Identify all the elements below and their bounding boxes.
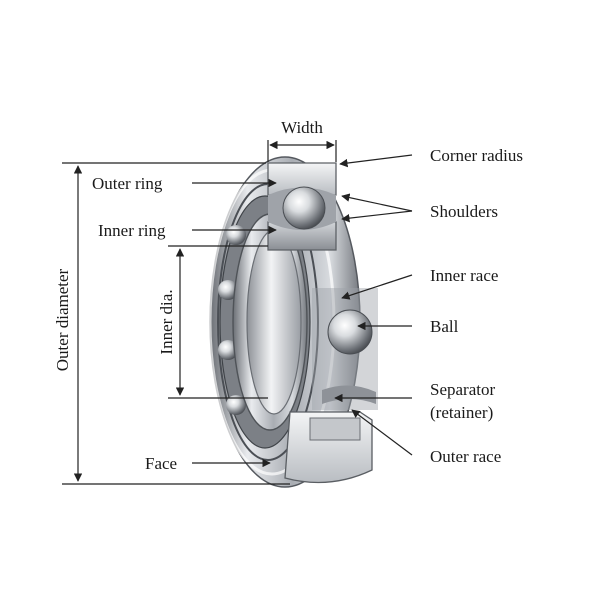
label-retainer: (retainer)	[430, 403, 493, 422]
label-separator: Separator	[430, 380, 495, 399]
dimension-lines	[62, 140, 337, 485]
label-outer-diameter: Outer diameter	[53, 268, 72, 371]
label-shoulders: Shoulders	[430, 202, 498, 221]
label-ball: Ball	[430, 317, 459, 336]
leader-shoulders-a	[341, 193, 413, 212]
leader-shoulders-b	[341, 210, 413, 223]
leader-inner-race	[341, 274, 413, 300]
leader-lines	[192, 154, 413, 468]
leader-corner-radius	[339, 154, 413, 168]
hidden-balls	[218, 225, 246, 415]
label-inner-race: Inner race	[430, 266, 498, 285]
label-outer-ring: Outer ring	[92, 174, 163, 193]
labels: Width Corner radius Outer ring Shoulders…	[53, 118, 523, 473]
top-cross-section	[267, 162, 337, 251]
bore	[246, 229, 302, 415]
bottom-cross-section	[284, 411, 373, 484]
label-face: Face	[145, 454, 177, 473]
label-outer-race: Outer race	[430, 447, 501, 466]
label-inner-ring: Inner ring	[98, 221, 166, 240]
leader-outer-race	[351, 409, 413, 456]
bearing-illustration	[208, 156, 378, 488]
main-ball	[327, 309, 373, 355]
label-inner-dia: Inner dia.	[157, 289, 176, 354]
label-width: Width	[281, 118, 323, 137]
top-ball	[282, 186, 326, 230]
label-corner-radius: Corner radius	[430, 146, 523, 165]
lower-cross-section	[312, 288, 378, 410]
